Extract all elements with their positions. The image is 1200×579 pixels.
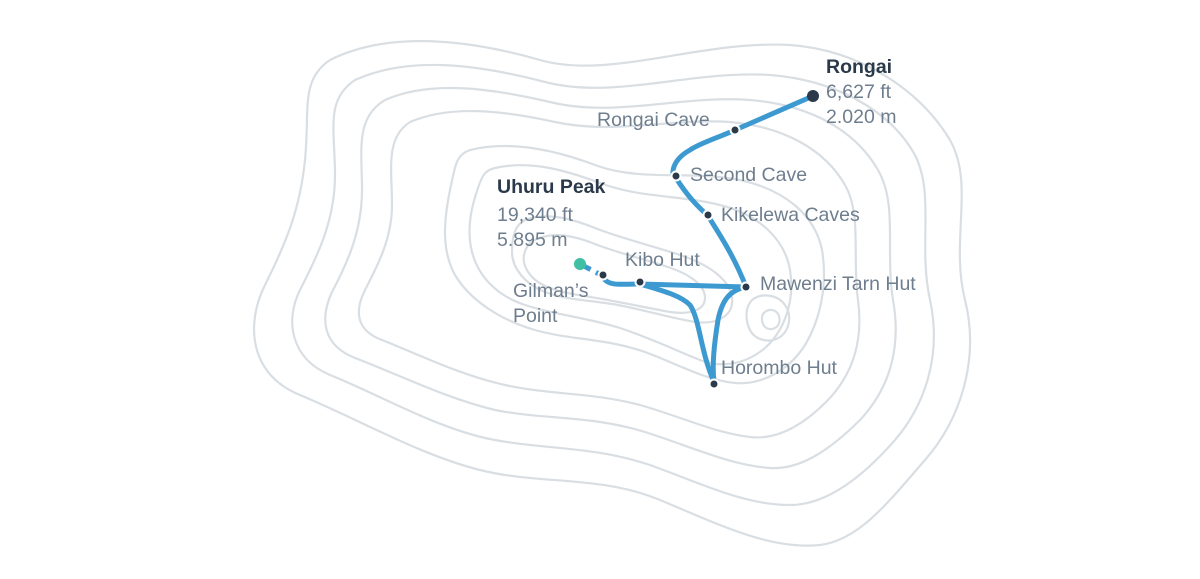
summit-elevation-ft: 19,340 ft bbox=[497, 204, 573, 226]
stop-marker-kikelewa-caves[interactable] bbox=[702, 209, 714, 221]
start-elevation-m: 2.020 m bbox=[826, 106, 896, 128]
contour-line bbox=[253, 39, 972, 547]
start-name: Rongai bbox=[826, 56, 892, 78]
summit-elevation-m: 5.895 m bbox=[497, 229, 567, 251]
stop-label-kikelewa-caves: Kikelewa Caves bbox=[721, 204, 860, 226]
stop-label-second-cave: Second Cave bbox=[690, 164, 807, 186]
stop-label-rongai-cave: Rongai Cave bbox=[597, 109, 710, 131]
contour-line bbox=[760, 308, 781, 331]
contour-line bbox=[443, 144, 826, 385]
contour-line bbox=[291, 63, 935, 507]
stop-label-gilmans-point-line1: Gilman’s bbox=[513, 280, 589, 302]
start-elevation-ft: 6,627 ft bbox=[826, 81, 892, 103]
stop-marker-second-cave[interactable] bbox=[670, 170, 682, 182]
route-lines bbox=[578, 93, 816, 385]
route-segment bbox=[710, 284, 749, 385]
start-marker[interactable] bbox=[807, 90, 819, 102]
labels: Rongai 6,627 ft 2.020 m Rongai Cave Seco… bbox=[497, 56, 916, 379]
stop-label-mawenzi-tarn-hut: Mawenzi Tarn Hut bbox=[760, 273, 916, 295]
stop-marker-horombo-hut[interactable] bbox=[708, 378, 720, 390]
contour-line bbox=[522, 234, 707, 314]
contour-line bbox=[324, 86, 897, 470]
stop-label-horombo-hut: Horombo Hut bbox=[721, 357, 838, 379]
summit-marker[interactable] bbox=[574, 258, 586, 270]
summit-name: Uhuru Peak bbox=[497, 176, 606, 198]
stop-marker-mawenzi-tarn-hut[interactable] bbox=[740, 281, 752, 293]
route-segment bbox=[637, 281, 717, 385]
stop-label-gilmans-point-line2: Point bbox=[513, 305, 558, 327]
stop-marker-kibo-hut[interactable] bbox=[634, 276, 646, 288]
stops bbox=[574, 90, 819, 390]
stop-marker-rongai-cave[interactable] bbox=[729, 124, 741, 136]
contour-line bbox=[357, 109, 861, 439]
contour-line bbox=[745, 294, 791, 342]
stop-label-kibo-hut: Kibo Hut bbox=[625, 249, 700, 271]
stop-marker-gilmans-point[interactable] bbox=[597, 269, 609, 281]
